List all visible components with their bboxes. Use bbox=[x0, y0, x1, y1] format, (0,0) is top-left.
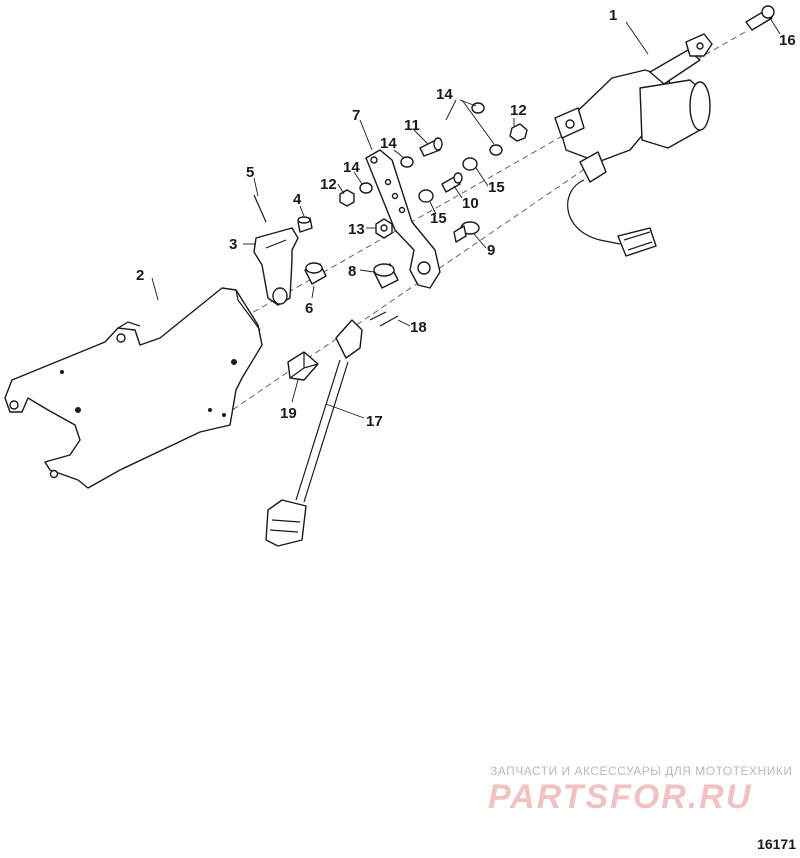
callout-1: 1 bbox=[609, 7, 617, 24]
part-2-mounting-bracket bbox=[4, 287, 263, 489]
part-17-wiring-harness bbox=[265, 319, 363, 547]
part-18-screws bbox=[369, 311, 399, 327]
callout-5: 5 bbox=[246, 164, 254, 181]
callout-13: 13 bbox=[348, 221, 365, 238]
callout-7: 7 bbox=[352, 107, 360, 124]
part-12-nut-lower bbox=[339, 189, 355, 207]
part-6-spacer bbox=[304, 262, 327, 285]
watermark-logo: PARTSFOR.RU bbox=[488, 778, 753, 816]
callout-2: 2 bbox=[136, 267, 144, 284]
callout-9: 9 bbox=[487, 242, 495, 259]
callout-14-left: 14 bbox=[343, 159, 360, 176]
part-7-link-plate bbox=[365, 149, 441, 289]
callout-6: 6 bbox=[305, 300, 313, 317]
callout-4: 4 bbox=[293, 191, 302, 208]
part-11-stud bbox=[419, 137, 443, 157]
callout-12-lower: 12 bbox=[320, 176, 337, 193]
callout-14-mid: 14 bbox=[380, 135, 397, 152]
callout-10: 10 bbox=[462, 195, 479, 212]
part-13-nut bbox=[375, 218, 393, 239]
callout-16: 16 bbox=[779, 32, 796, 49]
callout-19: 19 bbox=[280, 405, 297, 422]
part-19-block bbox=[287, 351, 319, 381]
part-9-bolt bbox=[453, 221, 480, 243]
part-10-stud bbox=[441, 172, 463, 193]
part-15-washers bbox=[418, 157, 478, 203]
part-8-spacer bbox=[373, 263, 399, 289]
part-16-bolt bbox=[745, 5, 775, 31]
callout-11: 11 bbox=[404, 117, 420, 134]
callout-15-left: 15 bbox=[430, 210, 447, 227]
watermark-tagline: ЗАПЧАСТИ И АКСЕССУАРЫ ДЛЯ МОТОТЕХНИКИ bbox=[490, 764, 793, 778]
callout-14-top: 14 bbox=[436, 86, 453, 103]
part-1-actuator bbox=[554, 33, 713, 257]
part-5-pin bbox=[253, 194, 267, 223]
callout-8: 8 bbox=[348, 263, 356, 280]
leader-lines bbox=[151, 17, 781, 419]
figure-number: 16171 bbox=[757, 836, 796, 852]
callout-12-upper: 12 bbox=[510, 102, 527, 119]
callout-15-right: 15 bbox=[488, 179, 505, 196]
callout-17: 17 bbox=[366, 413, 383, 430]
callout-labels: 1 2 3 4 5 6 7 8 9 10 11 12 12 13 14 14 1… bbox=[136, 7, 796, 430]
part-3-lever-arm bbox=[253, 227, 299, 306]
callout-18: 18 bbox=[410, 319, 427, 336]
part-4-bushing bbox=[297, 216, 313, 233]
part-12-nut-upper bbox=[509, 123, 528, 142]
callout-3: 3 bbox=[229, 236, 237, 253]
